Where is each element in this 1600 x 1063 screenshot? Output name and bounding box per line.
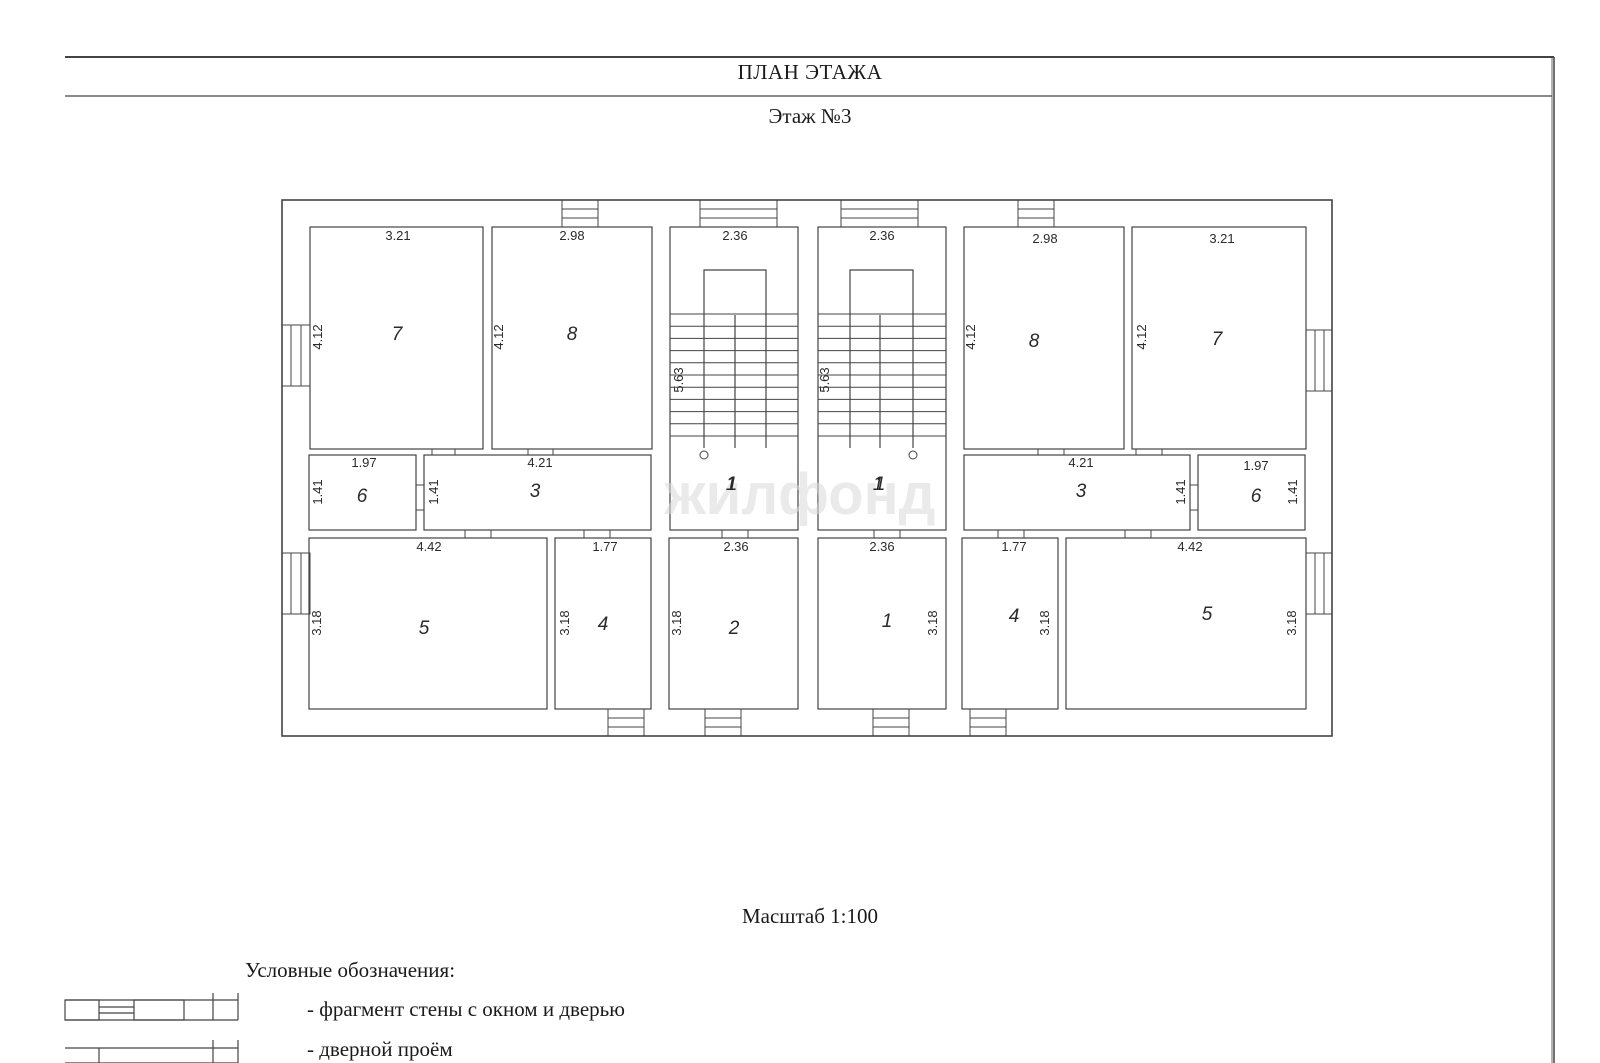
room-width-dimension: 2.36 — [723, 539, 748, 554]
room-depth-dimension: 3.18 — [309, 610, 324, 635]
room-number-label: 6 — [357, 486, 368, 507]
room-number-label: 8 — [1029, 331, 1040, 352]
room-width-dimension: 1.77 — [1001, 539, 1026, 554]
floor-number: Этаж №3 — [768, 104, 852, 128]
room-width-dimension: 4.21 — [527, 455, 552, 470]
room-depth-dimension: 1.41 — [426, 479, 441, 504]
room-depth-dimension: 3.18 — [557, 610, 572, 635]
watermark: жилфонд — [664, 462, 936, 527]
room-number-label: 3 — [1076, 481, 1087, 502]
room-number-label: 5 — [1202, 604, 1213, 625]
room-width-dimension: 2.98 — [559, 228, 584, 243]
room-width-dimension: 1.77 — [592, 539, 617, 554]
room-width-dimension: 2.36 — [869, 228, 894, 243]
room-number-label: 5 — [419, 618, 430, 639]
room-number-label: 7 — [392, 324, 404, 345]
room-width-dimension: 1.97 — [351, 455, 376, 470]
room-width-dimension: 4.42 — [1177, 539, 1202, 554]
legend-item-wall-window-door: - фрагмент стены с окном и дверью — [307, 997, 625, 1021]
room-number-label: 1 — [873, 474, 884, 495]
room-width-dimension: 2.36 — [869, 539, 894, 554]
legend-item-door-opening: - дверной проём — [307, 1037, 453, 1061]
stair-start-marker — [699, 450, 709, 460]
room-number-label: 6 — [1251, 486, 1262, 507]
room-width-dimension: 3.21 — [385, 228, 410, 243]
room-number-label: 1 — [882, 611, 893, 632]
room-number-label: 8 — [567, 324, 578, 345]
room-depth-dimension: 1.41 — [1285, 479, 1300, 504]
room-number-label: 2 — [728, 618, 740, 639]
room-width-dimension: 4.42 — [416, 539, 441, 554]
room-depth-dimension: 4.12 — [491, 324, 506, 349]
room-width-dimension: 2.36 — [722, 228, 747, 243]
room-depth-dimension: 5.63 — [671, 367, 686, 392]
room-number-label: 1 — [727, 474, 738, 495]
room-number-label: 4 — [1009, 606, 1020, 627]
room-depth-dimension: 3.18 — [925, 610, 940, 635]
room-number-label: 1 — [875, 474, 886, 495]
room-depth-dimension: 1.41 — [1173, 479, 1188, 504]
room-depth-dimension: 5.63 — [817, 367, 832, 392]
room-depth-dimension: 4.12 — [963, 324, 978, 349]
room-number-label: 7 — [1212, 329, 1224, 350]
room-depth-dimension: 1.41 — [310, 479, 325, 504]
room-depth-dimension: 3.18 — [1037, 610, 1052, 635]
legend-title: Условные обозначения: — [245, 958, 456, 982]
room-depth-dimension: 3.18 — [1284, 610, 1299, 635]
room-depth-dimension: 4.12 — [310, 324, 325, 349]
page-title: ПЛАН ЭТАЖА — [737, 60, 883, 84]
room-number-label: 3 — [530, 481, 541, 502]
room-width-dimension: 2.98 — [1032, 231, 1057, 246]
stair-start-marker — [908, 450, 918, 460]
scale-label: Масштаб 1:100 — [741, 904, 878, 928]
room-width-dimension: 3.21 — [1209, 231, 1234, 246]
room-depth-dimension: 3.18 — [669, 610, 684, 635]
room-depth-dimension: 4.12 — [1134, 324, 1149, 349]
room-width-dimension: 4.21 — [1068, 455, 1093, 470]
room-number-label: 4 — [598, 614, 609, 635]
room-width-dimension: 1.97 — [1243, 458, 1268, 473]
room-number-label: 1 — [726, 474, 737, 495]
